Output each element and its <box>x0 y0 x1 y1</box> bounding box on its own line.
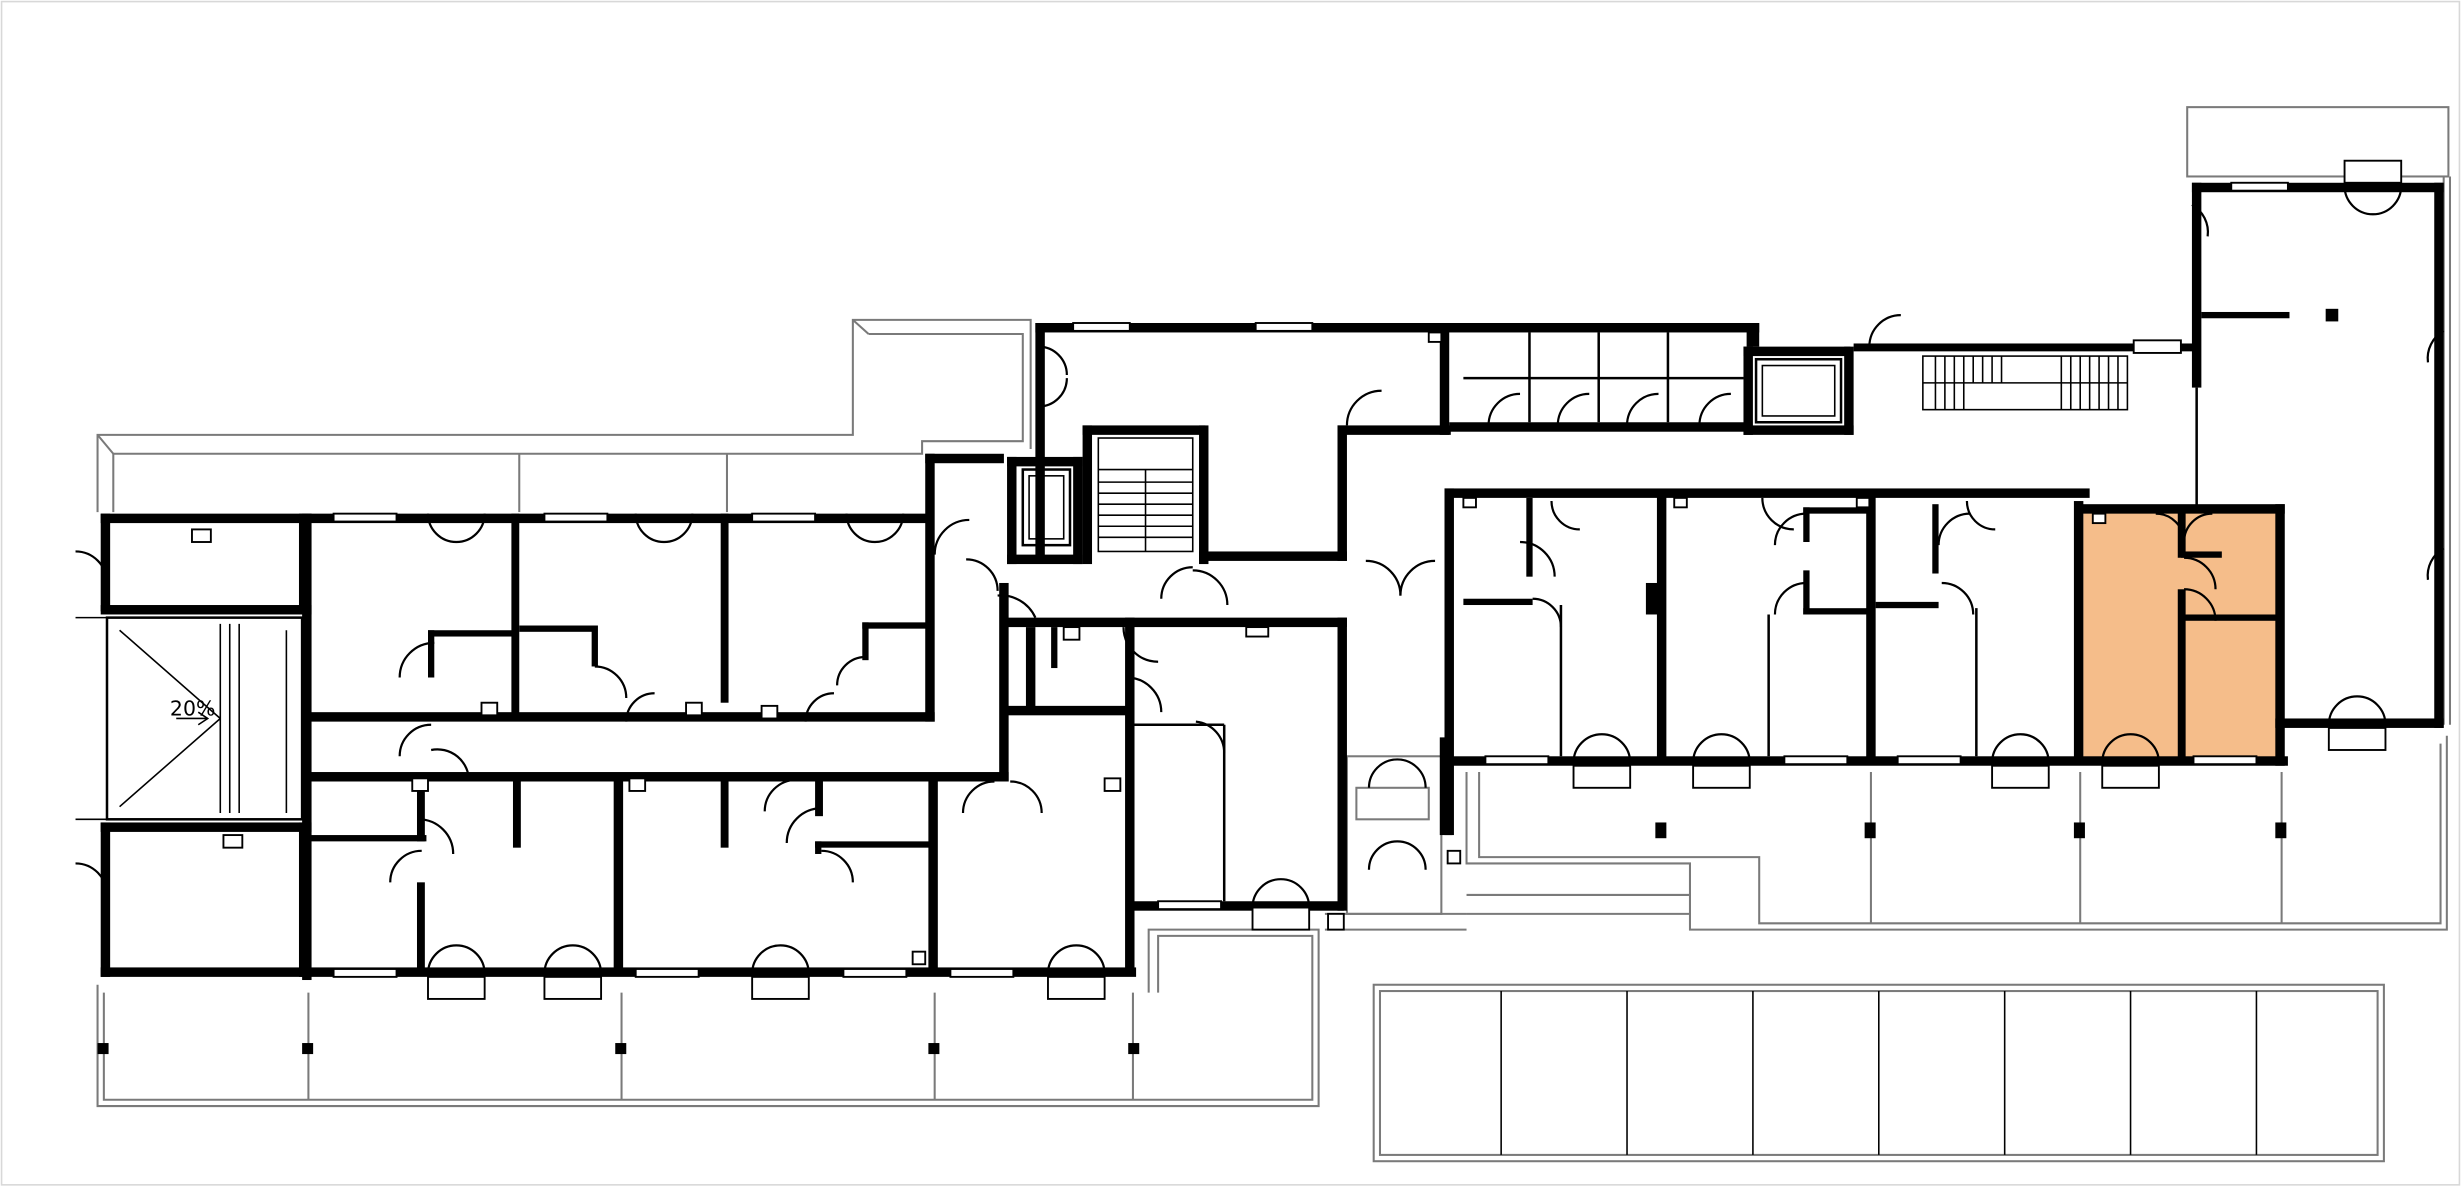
walls <box>100 182 2444 981</box>
windows <box>332 159 2403 1000</box>
columns <box>97 308 2339 1055</box>
slab-outlines <box>96 106 2452 1163</box>
elevator-center <box>1021 468 1072 547</box>
elevator-right <box>1754 357 1843 424</box>
storage-partitions <box>1463 332 1744 423</box>
staircase-right <box>1922 355 2129 411</box>
staircase-core <box>1097 437 1194 553</box>
ramp-block <box>75 616 304 821</box>
door-swings <box>75 185 2445 974</box>
fixtures <box>191 331 2107 966</box>
ramp-slope-label: 20% <box>170 696 215 720</box>
